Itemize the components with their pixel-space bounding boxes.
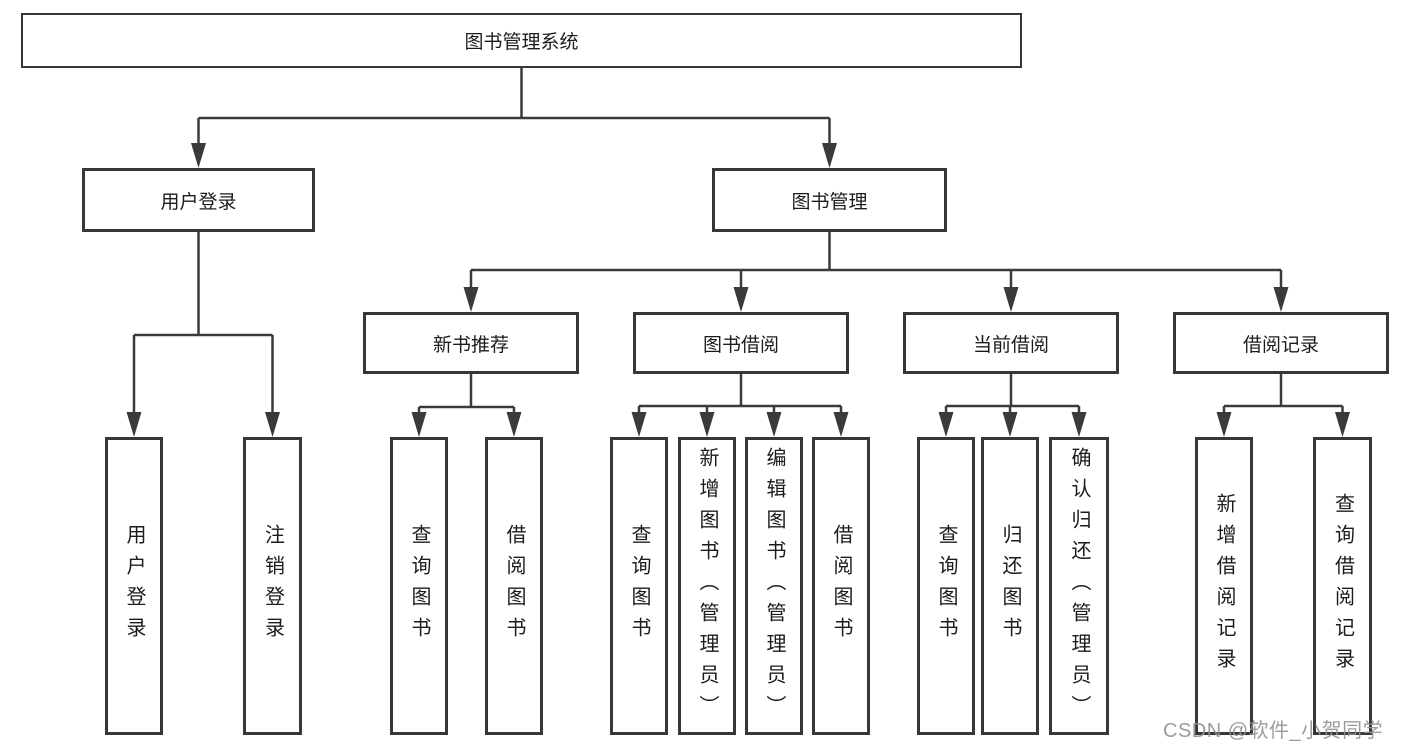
node-new-book-recommend: 新书推荐 (363, 312, 579, 374)
leaf-rec-query-books: 查询图书 (390, 437, 448, 735)
leaf-br-add-record: 新增借阅记录 (1195, 437, 1253, 735)
node-book-borrowing: 图书借阅 (633, 312, 849, 374)
node-library-management-system: 图书管理系统 (21, 13, 1022, 68)
leaf-bb-borrow-books: 借阅图书 (812, 437, 870, 735)
node-user-login: 用户登录 (82, 168, 315, 232)
node-current-borrowing: 当前借阅 (903, 312, 1119, 374)
leaf-br-query-record: 查询借阅记录 (1313, 437, 1372, 735)
node-borrowing-records: 借阅记录 (1173, 312, 1389, 374)
leaf-cb-confirm-return-admin: 确认归还（管理员） (1049, 437, 1109, 735)
leaf-logout-login: 注销登录 (243, 437, 302, 735)
leaf-bb-add-books-admin: 新增图书（管理员） (678, 437, 736, 735)
csdn-watermark: CSDN @软件_小贺同学 (1163, 720, 1384, 742)
node-book-management: 图书管理 (712, 168, 947, 232)
leaf-bb-query-books: 查询图书 (610, 437, 668, 735)
leaf-bb-edit-books-admin: 编辑图书（管理员） (745, 437, 803, 735)
leaf-cb-return-books: 归还图书 (981, 437, 1039, 735)
leaf-user-login: 用户登录 (105, 437, 163, 735)
leaf-cb-query-books: 查询图书 (917, 437, 975, 735)
leaf-rec-borrow-books: 借阅图书 (485, 437, 543, 735)
